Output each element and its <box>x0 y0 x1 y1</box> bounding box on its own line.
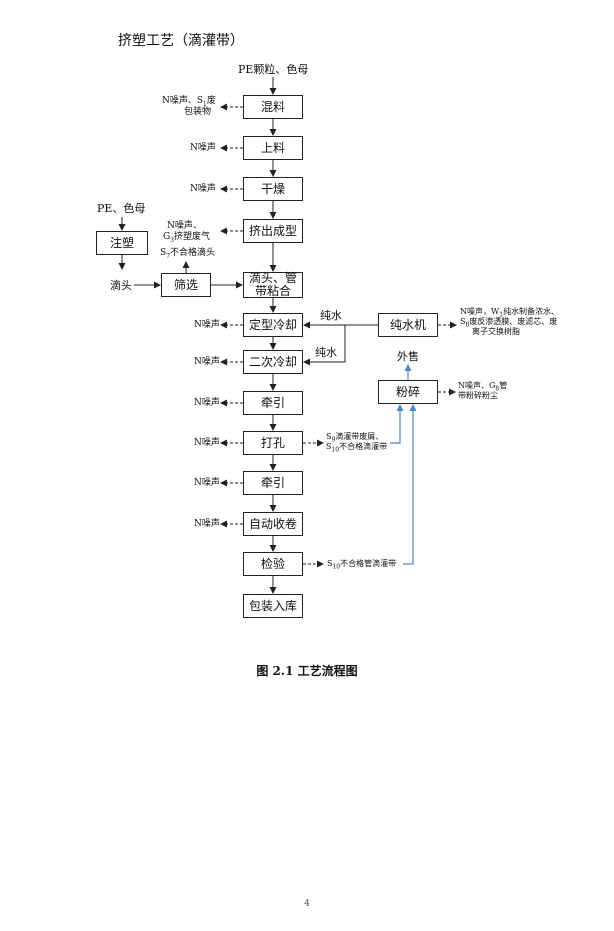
step-mix: 混料 <box>243 95 303 119</box>
step-dry: 干燥 <box>243 177 303 201</box>
emission-feed: N噪声 <box>190 143 216 153</box>
step-crush: 粉碎 <box>378 380 438 404</box>
step-pull2: 牵引 <box>243 471 303 495</box>
emission-inspect: S10不合格管滴灌带 <box>327 559 397 571</box>
emission-punch-noise: N噪声 <box>194 438 220 448</box>
step-pack: 包装入库 <box>243 594 303 618</box>
section-title: 挤塑工艺（滴灌带） <box>118 33 244 49</box>
pe-color-label: PE、色母 <box>97 202 146 215</box>
step-injection: 注塑 <box>96 231 148 255</box>
emission-screen: S7不合格滴头 <box>160 248 216 260</box>
emission-cool1: N噪声 <box>194 320 220 330</box>
step-cool2: 二次冷却 <box>243 350 303 374</box>
emission-pull1: N噪声 <box>194 398 220 408</box>
pure-water-label-1: 纯水 <box>320 309 342 322</box>
recycle-arrow-punch-crush <box>390 404 404 444</box>
emission-pure-water: N噪声，W1纯水制备浓水、 S8废反渗透膜、废滤芯、废 离子交换树脂 <box>460 307 560 336</box>
pure-water-label-2: 纯水 <box>315 346 337 359</box>
emission-wind: N噪声 <box>194 519 220 529</box>
step-extrude: 挤出成型 <box>243 219 303 243</box>
step-screen: 筛选 <box>161 273 211 297</box>
figure-caption: 图 2.1 工艺流程图 <box>256 664 358 678</box>
step-bond: 滴头、管带粘合 <box>243 272 303 298</box>
dripper-label: 滴头 <box>110 279 132 292</box>
page-number: 4 <box>304 899 310 909</box>
emission-extrude: N噪声、 G3挤塑废气 <box>163 221 211 244</box>
emission-crush: N噪声、G8管 带粉碎粉尘 <box>458 381 508 400</box>
emission-cool2: N噪声 <box>194 357 220 367</box>
step-feed: 上料 <box>243 136 303 160</box>
flow-arrow-water-cool2 <box>303 325 346 366</box>
emission-punch-waste: S9滴灌带废屑、 S10不合格滴灌带 <box>326 432 388 454</box>
step-wind: 自动收卷 <box>243 512 303 536</box>
step-pull1: 牵引 <box>243 391 303 415</box>
input-material-label: PE颗粒、色母 <box>238 63 309 76</box>
step-pure-water-machine: 纯水机 <box>378 313 438 337</box>
step-inspect: 检验 <box>243 552 303 576</box>
emission-mix: N噪声、S1废 包装物 <box>162 96 216 117</box>
step-punch: 打孔 <box>243 431 303 455</box>
emission-dry: N噪声 <box>190 184 216 194</box>
step-cool1: 定型冷却 <box>243 313 303 337</box>
sale-label: 外售 <box>397 350 419 363</box>
recycle-arrow-inspect-crush <box>403 404 417 565</box>
emission-pull2: N噪声 <box>194 478 220 488</box>
